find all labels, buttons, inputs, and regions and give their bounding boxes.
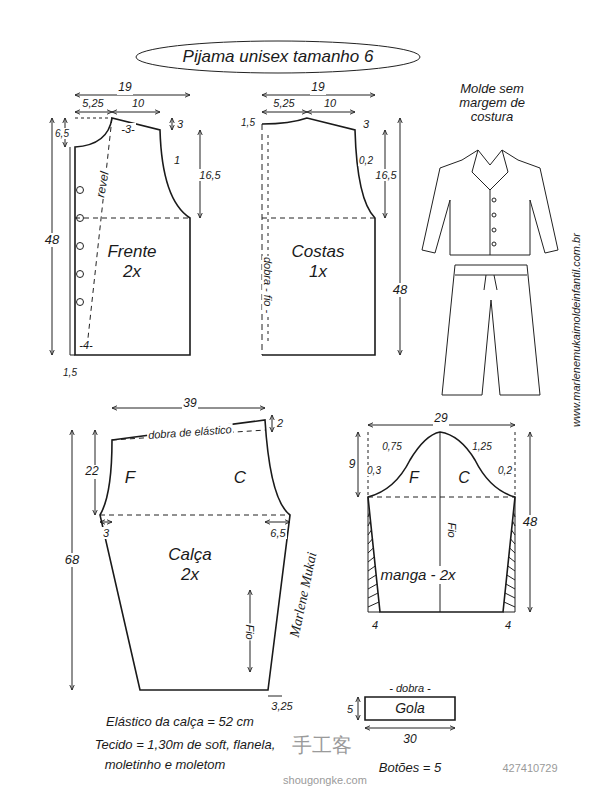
hatch-stroke [506, 584, 515, 589]
piece-outline [366, 430, 518, 614]
piece-outline-path [365, 697, 455, 720]
dimension-label: 22 [84, 465, 99, 478]
note: Molde sem margem de costura [439, 82, 546, 125]
piece-outline [258, 114, 380, 358]
hatch-stroke [368, 575, 376, 580]
dimension-label: 4 [504, 619, 512, 631]
hatch-stroke [368, 584, 377, 589]
dimension-label: F [408, 469, 420, 487]
dimension-label: 0,75 [381, 441, 402, 452]
hatch-stroke [368, 557, 374, 562]
pattern-piece: Gola [365, 697, 455, 720]
piece-name: Calça 2x [166, 545, 213, 584]
dimension-label: revel [94, 170, 112, 200]
piece-outline-path [75, 118, 190, 355]
piece-name: manga - 2x [378, 566, 457, 583]
dimension-label: 3 [362, 118, 370, 130]
hatch-stroke [504, 602, 515, 607]
dimension-label: F [124, 469, 136, 488]
dimension-label: 1,25 [471, 441, 492, 452]
hatch-stroke [510, 548, 515, 553]
watermark: shougongke.com [282, 774, 368, 786]
dimension-label: 48 [522, 515, 538, 529]
dimension-label: 1,5 [62, 367, 78, 378]
piece-outline-path [100, 420, 290, 690]
dimension-label: -3- [120, 123, 135, 135]
piece-name: Frente 2x [105, 242, 158, 281]
dimension-label: C [457, 469, 471, 487]
dimension-label: 3,25 [270, 700, 293, 712]
dimension-label: - dobra - [388, 682, 432, 694]
watermark: 手工客 [291, 734, 353, 756]
dimension-label: 10 [131, 97, 145, 109]
website-url: www.marlenemukaimoldeinfantil.com.br [570, 232, 582, 428]
pattern-piece: Costas 1x [258, 114, 380, 358]
pattern-piece: Frente 2x [68, 114, 196, 358]
pattern-piece: manga - 2x [366, 430, 518, 614]
hatch-stroke [368, 593, 378, 598]
dimension-label: 10 [323, 97, 337, 109]
signature: Marlene Mukai [286, 550, 319, 640]
dimension-label: Fio [446, 521, 458, 538]
hatch-stroke [507, 575, 515, 580]
dimension-label: 68 [64, 553, 80, 567]
dimension-label: 5,25 [272, 97, 295, 109]
dimension-label: 3 [176, 118, 184, 130]
piece-outline-path [368, 432, 515, 612]
dimension-label: 48 [392, 283, 408, 297]
dimension-label: 0,2 [497, 465, 513, 476]
dimension-label: 16,5 [374, 169, 397, 181]
dimension-label: 0,3 [366, 465, 382, 476]
dimension-label: 9 [348, 458, 357, 471]
note: Elástico da calça = 52 cm [105, 715, 255, 729]
dimension-label: 0,2 [358, 155, 374, 166]
piece-outline [68, 114, 196, 358]
dimension-label: 6,5 [269, 527, 286, 539]
dimension-label: 1 [173, 154, 181, 166]
dimension-label: 39 [182, 397, 197, 410]
hatch-stroke [505, 593, 515, 598]
dimension-label: 16,5 [198, 169, 221, 181]
piece-outline-path [262, 118, 375, 355]
piece-name: Gola [393, 700, 427, 716]
dimension-label: dobra - fio - [262, 256, 274, 314]
piece-name: Costas 1x [290, 242, 347, 281]
dimension-label: 5,25 [81, 97, 104, 109]
title: Pijama unisex tamanho 6 [180, 47, 377, 67]
dimension-label: 19 [310, 81, 325, 94]
dimension-label: C [233, 469, 247, 488]
dimension-label: 30 [402, 733, 417, 746]
hatch-stroke [368, 566, 375, 571]
watermark: 427410729 [501, 762, 558, 774]
dimension-label: 19 [117, 81, 132, 94]
dimension-label: 5 [346, 703, 354, 715]
hatch-stroke [508, 566, 515, 571]
dimension-label: -4- [78, 339, 93, 351]
dimension-label: Fio [244, 623, 256, 640]
hatch-stroke [368, 548, 373, 553]
dimension-label: 4 [371, 619, 379, 631]
note: Tecido = 1,30m de soft, flanela, [94, 738, 277, 752]
pattern-piece: Calça 2x [98, 418, 292, 692]
dimension-label: 2 [276, 417, 284, 429]
dimension-label: 1,5 [240, 117, 256, 128]
dimension-label: 48 [44, 233, 60, 247]
note: Botões = 5 [378, 761, 443, 775]
note: moletinho e moletom [104, 758, 227, 772]
dimension-label: 3 [102, 527, 110, 539]
dimension-label: dobra de elástico [147, 423, 233, 441]
dimension-label: 6,5 [54, 128, 70, 139]
hatch-stroke [509, 557, 515, 562]
dimension-label: 29 [433, 412, 448, 425]
hatch-stroke [368, 602, 379, 607]
